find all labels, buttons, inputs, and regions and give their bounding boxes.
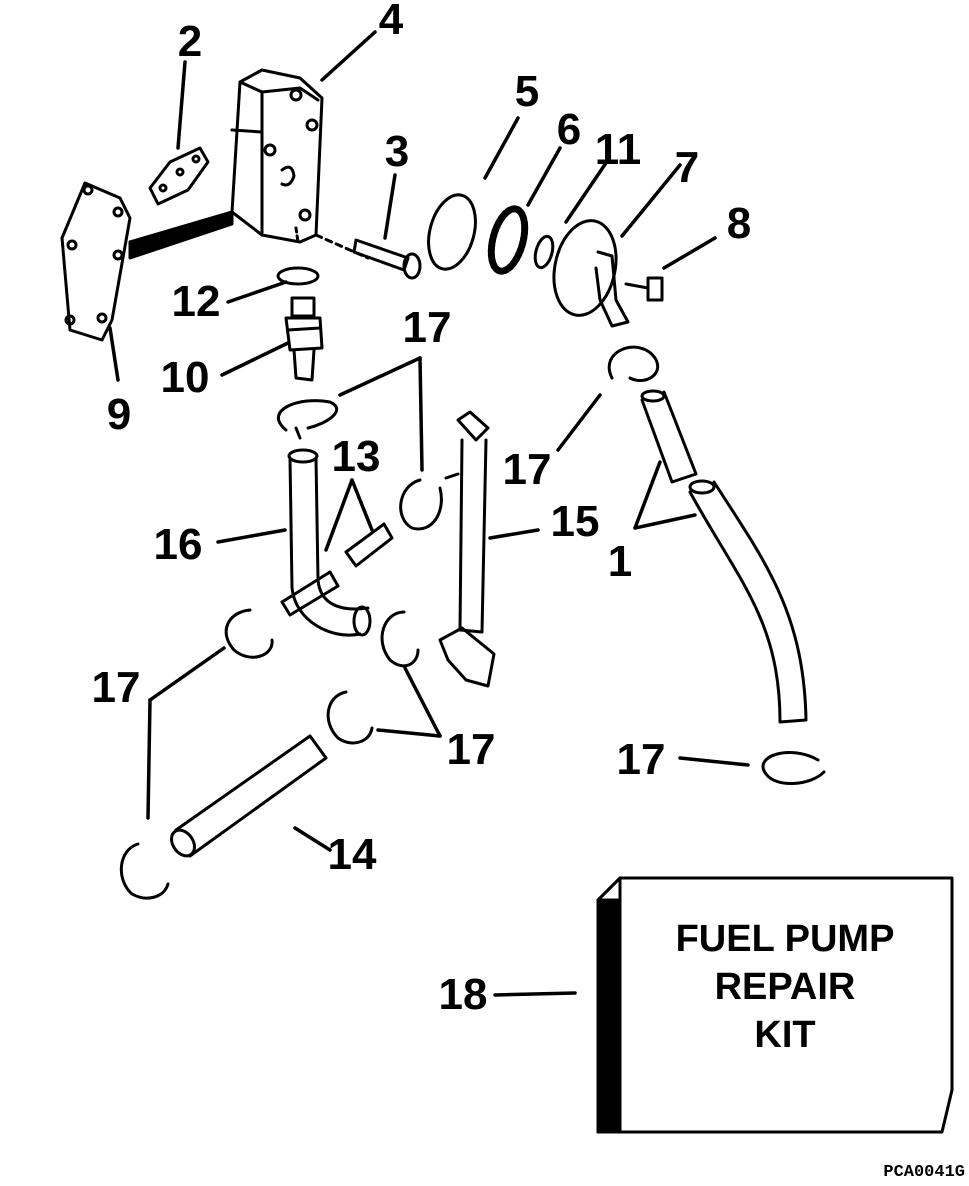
part-1-hoses: [640, 389, 808, 724]
callout-13: 13: [331, 432, 381, 481]
part-4-pump-body: [230, 68, 370, 260]
repair-kit-label: FUEL PUMP REPAIR KIT: [630, 915, 940, 1059]
callout-16: 16: [153, 520, 203, 569]
part-18-repair-kit-box: [596, 876, 954, 1134]
callout-14: 14: [327, 830, 377, 879]
part-17-clamp: [607, 345, 659, 382]
part-6-diaphragm: [487, 205, 529, 275]
callout-5: 5: [514, 67, 540, 116]
callout-4: 4: [378, 0, 404, 44]
part-17-clamp: [326, 690, 374, 745]
part-17-clamp: [380, 610, 420, 668]
kit-label-line-1: FUEL PUMP: [675, 918, 895, 960]
callout-17: 17: [402, 303, 452, 352]
part-12-o-ring: [276, 266, 320, 286]
part-3-screw: [352, 238, 422, 280]
kit-label-line-3: KIT: [754, 1014, 816, 1056]
callout-17: 17: [91, 663, 141, 712]
part-17-clamp: [399, 478, 443, 531]
part-7-cover: [552, 219, 630, 328]
part-17-clamp: [761, 751, 826, 786]
callout-7: 7: [674, 143, 700, 192]
figure-code: PCA0041G: [883, 1163, 965, 1182]
callout-11: 11: [594, 125, 642, 174]
part-17-clamp: [224, 608, 274, 659]
callout-1: 1: [607, 537, 633, 586]
part-9-base-plate: [60, 181, 234, 342]
callout-15: 15: [550, 497, 600, 546]
part-11-small-o-ring: [533, 234, 555, 270]
callout-9: 9: [106, 390, 132, 439]
callout-2: 2: [177, 17, 203, 66]
part-13-connectors: [280, 522, 394, 617]
callout-10: 10: [160, 353, 210, 402]
callout-8: 8: [726, 199, 752, 248]
callout-3: 3: [384, 127, 410, 176]
callout-18: 18: [438, 970, 488, 1019]
leader-lines: [108, 30, 750, 997]
callout-17: 17: [502, 445, 552, 494]
callout-6: 6: [556, 105, 582, 154]
callout-12: 12: [171, 277, 221, 326]
part-5-o-ring: [427, 193, 477, 271]
part-2-gasket: [148, 146, 210, 206]
part-10-fitting: [284, 296, 324, 382]
part-17-clamp: [119, 842, 170, 900]
kit-label-line-2: REPAIR: [714, 966, 856, 1008]
callout-17: 17: [616, 735, 666, 784]
callout-17: 17: [446, 725, 496, 774]
part-15-tube-assembly: [438, 410, 496, 688]
part-14-hose: [170, 734, 328, 858]
part-8-screw: [624, 276, 664, 302]
part-17-clamp: [277, 399, 339, 440]
